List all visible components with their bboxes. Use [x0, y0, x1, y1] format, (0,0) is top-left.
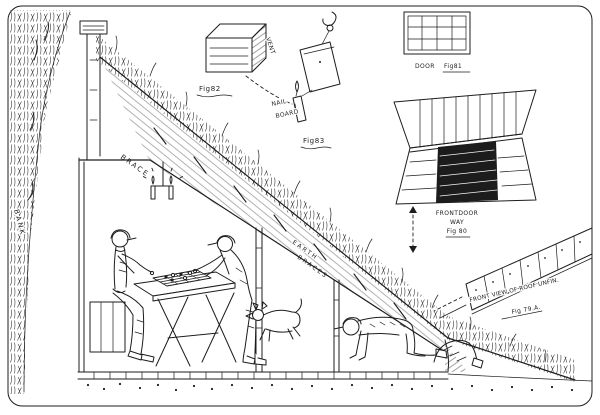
fig83-caption: Fig83 [303, 137, 325, 145]
brace-label: BRACE [119, 153, 151, 179]
nail-label: NAIL [271, 98, 288, 108]
candle-flame-icon [151, 175, 173, 185]
game-table [133, 269, 237, 367]
ground [77, 371, 593, 392]
frontdoor-label-line2: WAY [450, 219, 464, 226]
clubhouse-room [78, 157, 468, 373]
fig81-caption: Fig81 [444, 63, 462, 70]
vent-chimney [79, 20, 108, 161]
cap-icon [216, 235, 236, 244]
candle-flame-icon [295, 80, 299, 93]
cap-icon [110, 229, 131, 239]
border-frame [7, 5, 593, 407]
fig80-front-doorway: FRONTDOOR WAY Fig 80 [393, 89, 537, 253]
hook-icon [322, 11, 337, 26]
dog [245, 298, 302, 342]
checkerboard [152, 269, 212, 287]
fig82-ventilator: VENT Fig82 [196, 23, 293, 105]
fig81-door: DOOR Fig81 [403, 11, 471, 73]
hanging-candles [140, 161, 186, 200]
hillside-slope: BRACE EARTH BRACES [96, 34, 576, 382]
fig82-caption: Fig82 [199, 85, 221, 93]
arrow-down-icon [409, 246, 417, 253]
boy-outside [433, 339, 484, 369]
cap-icon [342, 317, 362, 325]
board-label: BOARD [275, 108, 299, 120]
boy-right [192, 235, 267, 366]
frontdoor-label-line1: FRONTDOOR [436, 210, 478, 217]
fig80-caption: Fig 80 [447, 228, 467, 235]
door-label: DOOR [415, 63, 435, 70]
boy-left [89, 229, 155, 363]
fig83-nail-board: NAIL BOARD Fig83 [270, 11, 341, 150]
pebbles [86, 382, 574, 392]
arrow-up-icon [409, 206, 417, 213]
fig79a-roof: FRONT VIEW OF ROOF UNFIN. Fig 79.A. [433, 227, 593, 320]
left-bank: BANK [10, 10, 72, 394]
boy-crawling [333, 316, 448, 361]
